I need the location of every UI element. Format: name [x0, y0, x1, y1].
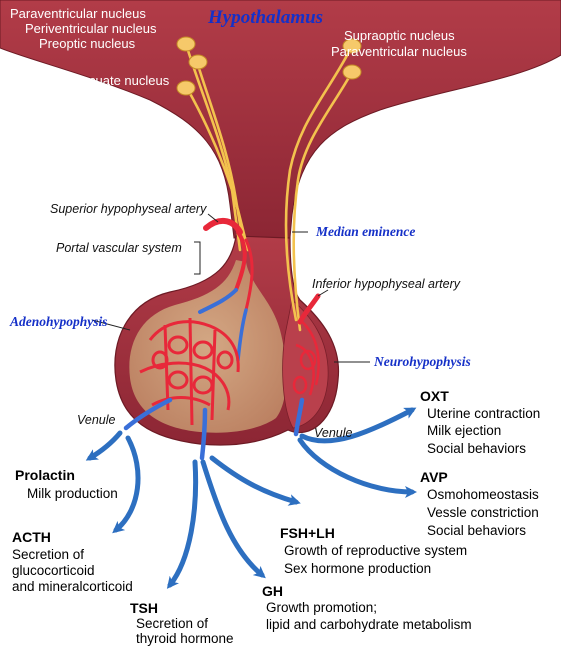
hormone-gh-line-2: lipid and carbohydrate metabolism: [266, 617, 472, 632]
nucleus-left-3: Preoptic nucleus: [39, 36, 136, 51]
label-superior-artery: Superior hypophyseal artery: [50, 202, 207, 216]
arrow-tsh: [166, 459, 199, 589]
hormone-acth-line-2: glucocorticoid: [12, 563, 95, 578]
superior-artery-vessel: [203, 218, 243, 235]
posterior-lobe: [282, 299, 329, 429]
pointer-lines: [91, 213, 370, 363]
hormone-acth-line-1: Secretion of: [12, 547, 84, 562]
arrow-avp: [297, 437, 417, 498]
hormone-fsh-lh-name: FSH+LH: [280, 525, 335, 541]
venous-drainage: [123, 397, 305, 461]
label-inferior-artery: Inferior hypophyseal artery: [312, 277, 461, 291]
nucleus-arcuate: Arcuate nucleus: [76, 73, 170, 88]
label-neurohypophysis: Neurohypophysis: [373, 354, 471, 369]
arrow-prolactin: [85, 430, 123, 461]
label-adenohypophysis: Adenohypophysis: [9, 314, 108, 329]
hormone-arrows: [85, 407, 417, 589]
label-median-eminence: Median eminence: [315, 224, 415, 239]
label-venule-right: Venule: [314, 426, 353, 440]
hormone-avp-line-2: Vessle constriction: [427, 505, 539, 520]
hypothalamus-tissue: [0, 0, 561, 239]
hormone-gh-name: GH: [262, 583, 283, 599]
hormone-tsh-name: TSH: [130, 600, 158, 616]
nucleus-left-2: Periventricular nucleus: [25, 21, 157, 36]
hormone-gh-line-1: Growth promotion;: [266, 600, 377, 615]
label-portal-system: Portal vascular system: [56, 241, 182, 255]
posterior-capillaries: [292, 319, 320, 396]
hormone-acth-line-3: and mineralcorticoid: [12, 579, 133, 594]
neuron-cell-bodies: [176, 36, 362, 96]
arrow-acth: [112, 435, 141, 534]
title: Hypothalamus: [207, 7, 323, 28]
nucleus-right-1: Supraoptic nucleus: [344, 28, 455, 43]
hormone-prolactin-name: Prolactin: [15, 467, 75, 483]
nucleus-right-2: Paraventricular nucleus: [331, 44, 467, 59]
hormone-avp-name: AVP: [420, 469, 448, 485]
anterior-capillary-network: [139, 317, 240, 426]
hormone-fsh-lh-line-2: Sex hormone production: [284, 561, 431, 576]
hormone-tsh-line-1: Secretion of: [136, 616, 208, 631]
inferior-artery-vessel: [297, 293, 321, 325]
label-venule-left: Venule: [77, 413, 116, 427]
portal-vessels: [198, 230, 254, 362]
hormone-oxt-line-2: Milk ejection: [427, 423, 501, 438]
nucleus-left-1: Paraventricular nucleus: [10, 6, 146, 21]
hormone-prolactin-line-1: Milk production: [27, 486, 118, 501]
arrow-gh: [200, 459, 266, 579]
arrow-fsh-lh: [209, 455, 301, 506]
hormone-fsh-lh-line-1: Growth of reproductive system: [284, 543, 467, 558]
hormone-avp-line-1: Osmohomeostasis: [427, 487, 539, 502]
arrow-oxt: [299, 407, 417, 444]
hormone-oxt-line-1: Uterine contraction: [427, 406, 540, 421]
hormone-avp-line-3: Social behaviors: [427, 523, 526, 538]
hormone-oxt-name: OXT: [420, 388, 449, 404]
hormone-oxt-line-3: Social behaviors: [427, 441, 526, 456]
hormone-tsh-line-2: thyroid hormone: [136, 631, 234, 646]
hormone-acth-name: ACTH: [12, 529, 51, 545]
